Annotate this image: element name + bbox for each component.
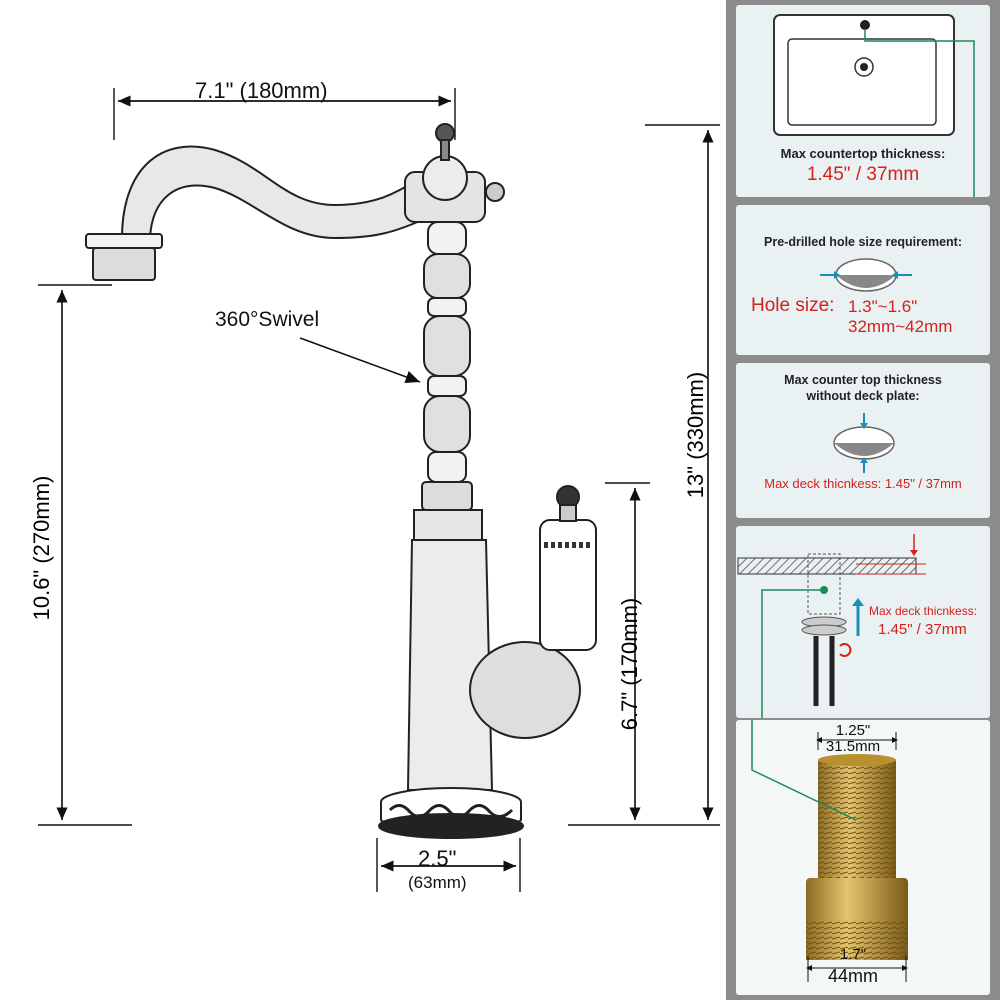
shank-top-inches: 1.25"	[835, 722, 871, 739]
shank-card: 1.25" 31.5mm 1.7" 44mm	[736, 720, 990, 995]
shank-bottom-inches: 1.7"	[839, 946, 867, 963]
countertop-title: Max countertop thickness:	[780, 146, 946, 161]
shank-top-mm: 31.5mm	[825, 738, 881, 755]
countertop-value: 1.45" / 37mm	[806, 164, 920, 185]
handle-height-label: 6.7" (170mm)	[617, 597, 642, 731]
swivel-arrow	[299, 337, 421, 384]
no-deck-title-1: Max counter top thickness	[784, 373, 942, 387]
spout-height-label: 10.6" (270mm)	[29, 475, 54, 621]
hole-size-mm: 32mm~42mm	[848, 317, 953, 336]
mounting-illustration	[737, 534, 926, 718]
swivel-label: 360°Swivel	[215, 308, 320, 331]
reach-dimension	[113, 88, 456, 140]
mount-thickness-value: 1.45" / 37mm	[878, 621, 967, 638]
spout-reach-label: 7.1" (180mm)	[195, 78, 328, 103]
shank-bottom-mm: 44mm	[827, 966, 878, 986]
hole-size-card: Pre-drilled hole size requirement: Hole …	[736, 205, 990, 355]
base-diameter-mm-label: (63mm)	[408, 873, 467, 892]
mounting-card: Max deck thicnkess: 1.45" / 37mm	[736, 526, 990, 718]
base-diameter-label: 2.5"	[418, 846, 457, 871]
installation-panel: Max countertop thickness: 1.45" / 37mm P…	[726, 0, 1000, 1000]
no-deck-title-2: without deck plate:	[806, 389, 920, 403]
countertop-card: Max countertop thickness: 1.45" / 37mm	[736, 5, 990, 197]
base-dimension	[376, 838, 521, 892]
brass-shank-illustration	[751, 720, 908, 982]
hole-size-label: Hole size:	[751, 295, 835, 316]
hole-size-inches: 1.3"~1.6"	[848, 297, 918, 316]
deck-illustration	[833, 413, 895, 473]
handle-height-dimension	[605, 482, 650, 820]
spout-height-dimension	[38, 284, 132, 826]
faucet-body	[85, 123, 597, 839]
no-deck-plate-card: Max counter top thickness without deck p…	[736, 363, 990, 518]
total-height-dimension	[568, 124, 720, 826]
no-deck-value: Max deck thicnkess: 1.45" / 37mm	[764, 476, 962, 491]
hole-size-title: Pre-drilled hole size requirement:	[764, 235, 962, 249]
hole-illustration	[820, 258, 912, 292]
sink-illustration	[773, 14, 975, 197]
mount-thickness-label: Max deck thicnkess:	[869, 604, 978, 618]
total-height-label: 13" (330mm)	[683, 371, 708, 499]
